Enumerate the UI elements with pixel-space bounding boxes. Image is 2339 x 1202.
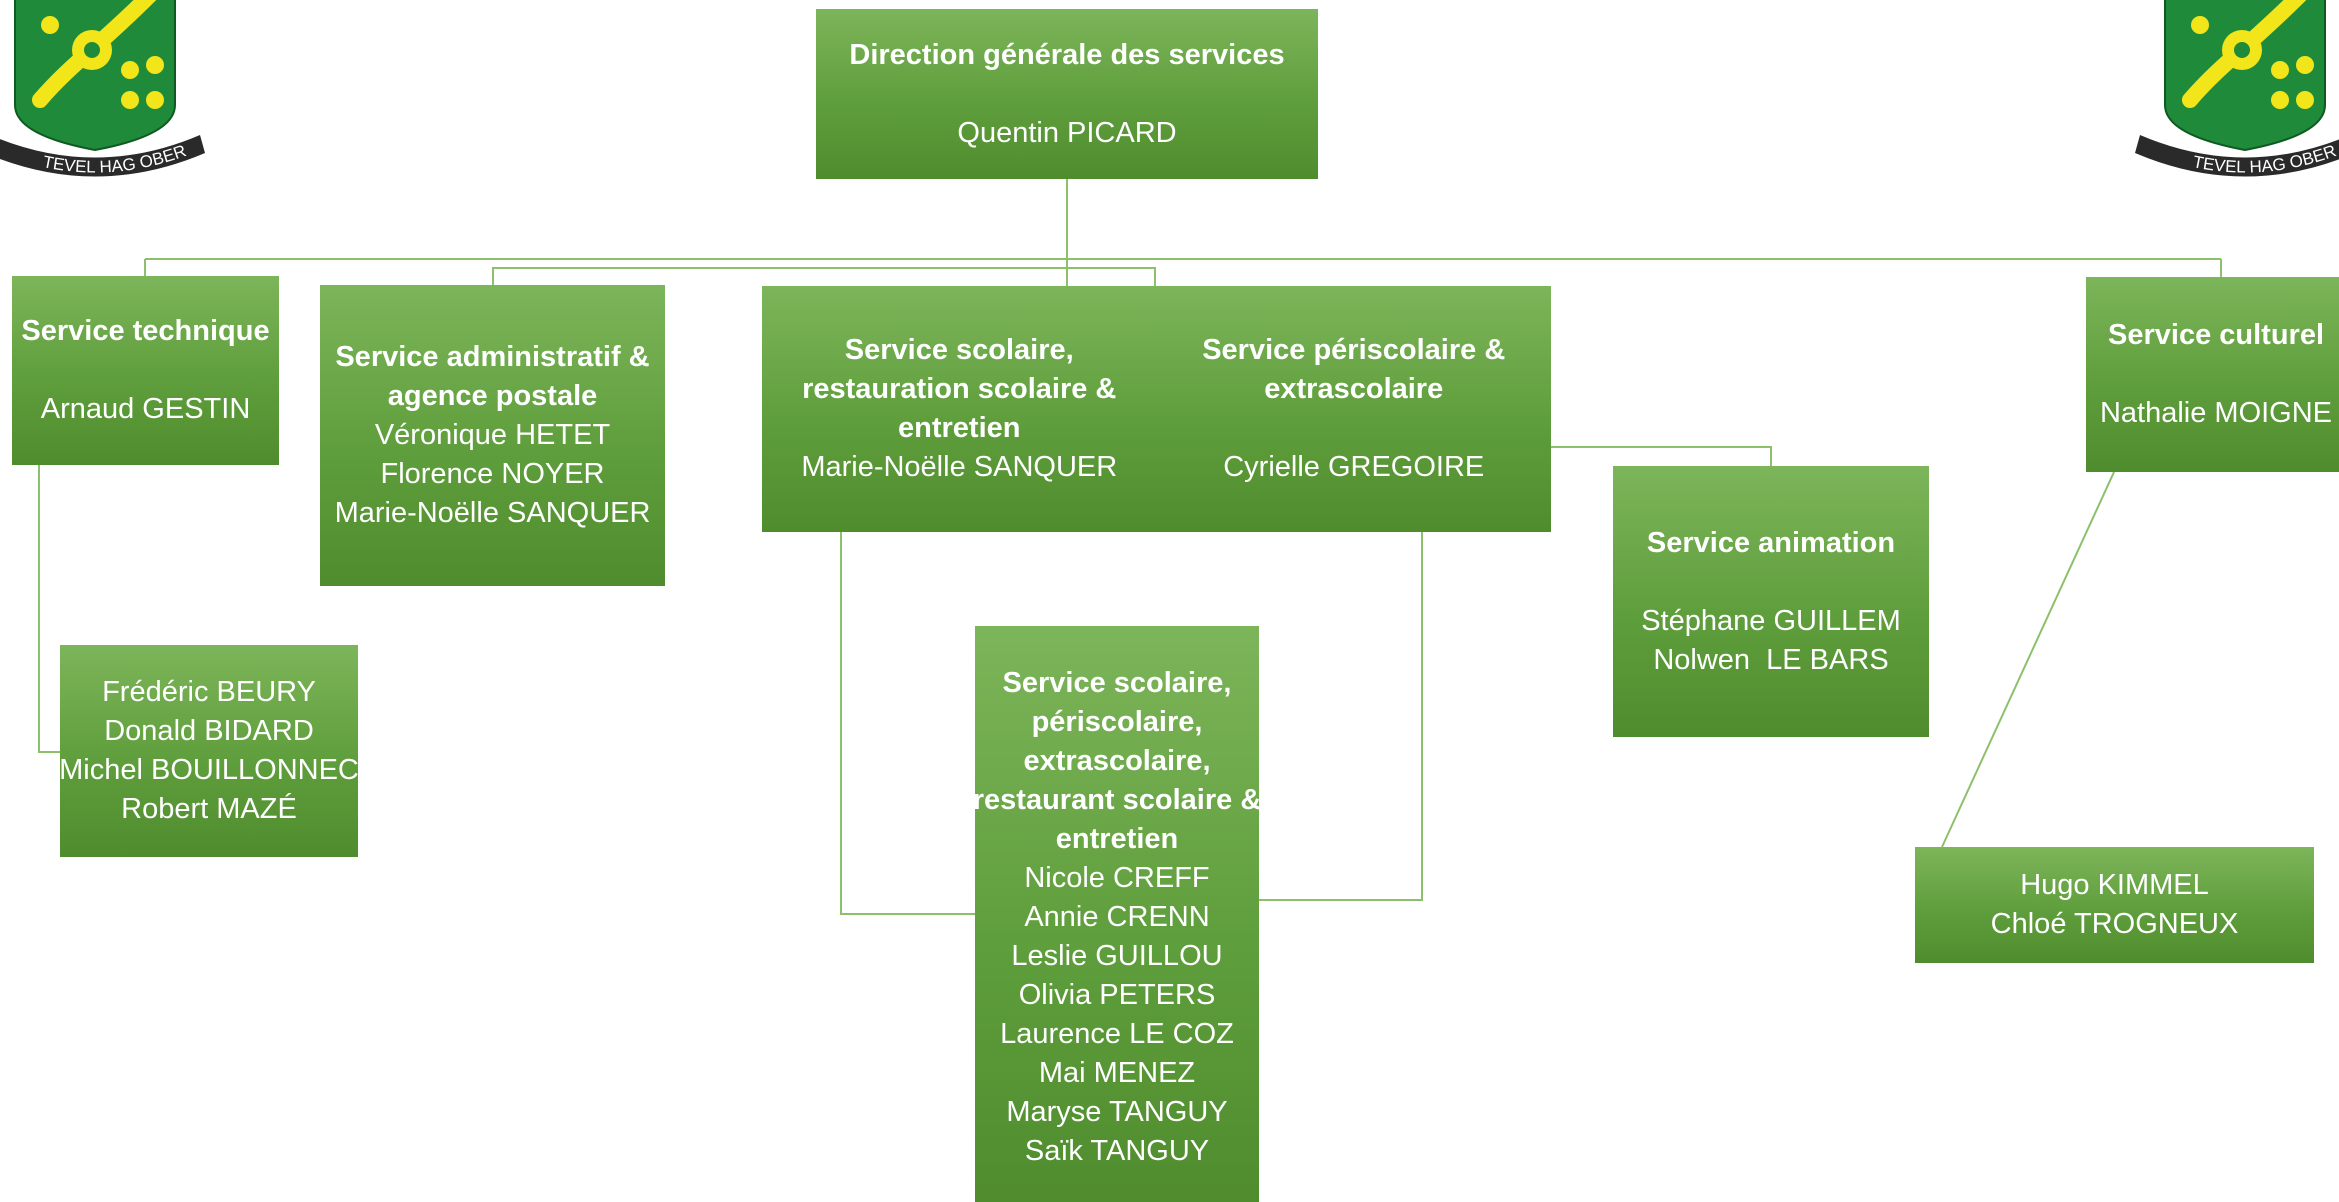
scolaire-staff-title-line: Service scolaire, bbox=[1002, 667, 1232, 699]
coat-of-arms-logo-right: TEVEL HAG OBER bbox=[2135, 0, 2339, 177]
scolaire-staff-title-line: extrascolaire, bbox=[1023, 745, 1211, 777]
connector-tech-staff bbox=[38, 465, 60, 753]
scolaire-staff-title-line: entretien bbox=[1055, 823, 1179, 855]
administratif-title-line1: Service administratif & bbox=[335, 341, 650, 373]
service-animation-box: Service animation Stéphane GUILLEM Nolwe… bbox=[1613, 466, 1929, 737]
scolaire-staff-member: Olivia PETERS bbox=[1018, 979, 1216, 1011]
scolaire-title-line2: restauration scolaire & bbox=[802, 373, 1117, 405]
scolaire-staff-member: Leslie GUILLOU bbox=[1011, 940, 1223, 972]
connector-combo-animation bbox=[1551, 446, 1772, 466]
periscolaire-title-line1: Service périscolaire & bbox=[1202, 334, 1506, 366]
direction-person: Quentin PICARD bbox=[957, 116, 1177, 149]
connector-combo-staff-left bbox=[840, 532, 975, 915]
technique-staff-member: Michel BOUILLONNEC bbox=[59, 754, 359, 786]
technique-staff-member: Donald BIDARD bbox=[104, 715, 314, 747]
direction-generale-box: Direction générale des services Quentin … bbox=[816, 9, 1318, 179]
culturel-title: Service culturel bbox=[2108, 319, 2324, 351]
scolaire-title-line1: Service scolaire, bbox=[844, 334, 1074, 366]
connector-combo-staff-right bbox=[1259, 532, 1423, 901]
service-administratif-box: Service administratif & agence postale V… bbox=[320, 285, 665, 586]
animation-person: Nolwen LE BARS bbox=[1653, 643, 1889, 676]
technique-staff-member: Frédéric BEURY bbox=[102, 676, 316, 708]
administratif-person: Véronique HETET bbox=[374, 419, 611, 451]
technique-person: Arnaud GESTIN bbox=[40, 393, 251, 425]
scolaire-staff-member: Laurence LE COZ bbox=[1000, 1018, 1234, 1050]
scolaire-staff-member: Saïk TANGUY bbox=[1024, 1135, 1210, 1167]
administratif-person: Marie-Noëlle SANQUER bbox=[334, 497, 651, 529]
technique-staff-box: Frédéric BEURY Donald BIDARD Michel BOUI… bbox=[59, 645, 359, 857]
culturel-staff-member: Hugo KIMMEL bbox=[2020, 869, 2209, 901]
periscolaire-person: Cyrielle GREGOIRE bbox=[1223, 451, 1485, 483]
scolaire-staff-member: Annie CRENN bbox=[1024, 901, 1210, 933]
administratif-person: Florence NOYER bbox=[380, 458, 605, 490]
culturel-person: Nathalie MOIGNE bbox=[2099, 397, 2333, 429]
periscolaire-title-line2: extrascolaire bbox=[1264, 373, 1444, 405]
service-culturel-box: Service culturel Nathalie MOIGNE bbox=[2086, 277, 2339, 472]
service-scolaire-section: Service scolaire, restauration scolaire … bbox=[762, 286, 1157, 532]
service-technique-box: Service technique Arnaud GESTIN bbox=[12, 276, 279, 465]
service-periscolaire-section: Service périscolaire & extrascolaire Cyr… bbox=[1157, 286, 1552, 532]
service-scolaire-periscolaire-box: Service scolaire, restauration scolaire … bbox=[762, 286, 1551, 532]
culturel-staff-member: Chloé TROGNEUX bbox=[1990, 908, 2239, 940]
scolaire-staff-member: Nicole CREFF bbox=[1024, 862, 1210, 894]
scolaire-staff-member: Maryse TANGUY bbox=[1006, 1096, 1228, 1128]
scolaire-person: Marie-Noëlle SANQUER bbox=[801, 451, 1118, 483]
scolaire-staff-member: Mai MENEZ bbox=[1038, 1057, 1196, 1089]
direction-title: Direction générale des services bbox=[849, 38, 1285, 71]
scolaire-staff-box: Service scolaire, périscolaire, extrasco… bbox=[972, 626, 1262, 1202]
scolaire-staff-title-line: restaurant scolaire & bbox=[972, 784, 1262, 816]
connector-admin-bracket bbox=[492, 267, 1156, 286]
connector-culturel-staff bbox=[1941, 471, 2115, 848]
scolaire-staff-title-line: périscolaire, bbox=[1031, 706, 1203, 738]
administratif-title-line2: agence postale bbox=[387, 380, 598, 412]
coat-of-arms-logo-left: TEVEL HAG OBER bbox=[0, 0, 205, 177]
animation-title: Service animation bbox=[1646, 526, 1896, 559]
animation-person: Stéphane GUILLEM bbox=[1641, 604, 1901, 637]
technique-title: Service technique bbox=[21, 315, 270, 347]
culturel-staff-box: Hugo KIMMEL Chloé TROGNEUX bbox=[1915, 847, 2314, 963]
scolaire-title-line3: entretien bbox=[898, 412, 1021, 444]
technique-staff-member: Robert MAZÉ bbox=[121, 793, 297, 825]
